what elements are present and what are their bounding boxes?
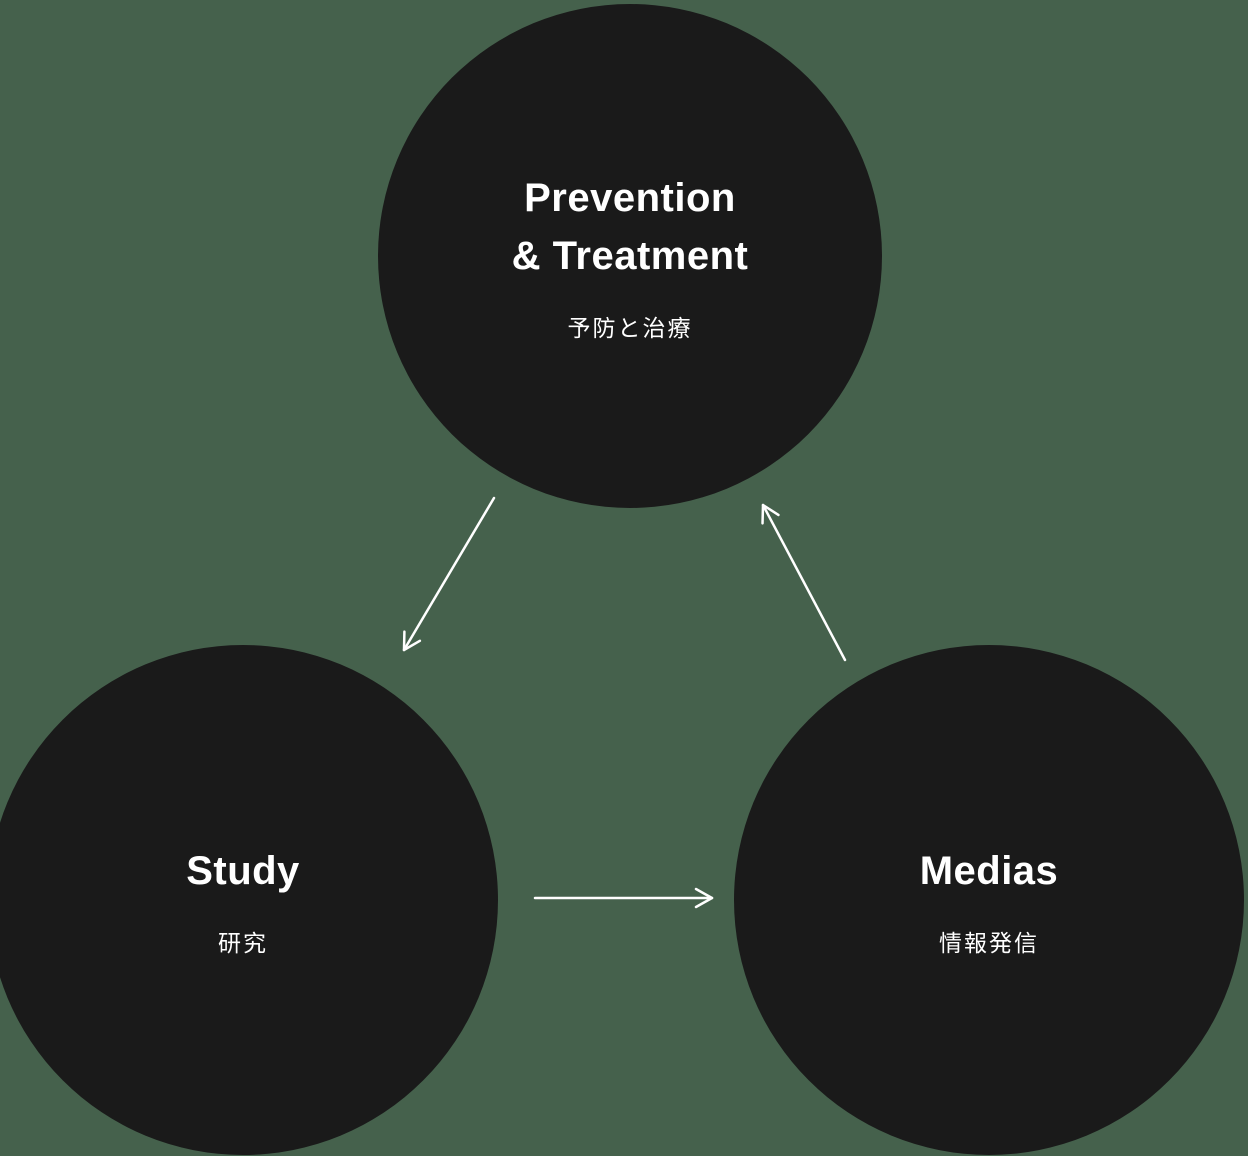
node-title: Study	[186, 849, 300, 893]
node-title: Prevention & Treatment	[511, 176, 749, 278]
node-subtitle: 研究	[218, 930, 268, 956]
arrow-medias-to-prevention	[761, 503, 847, 662]
node-medias: Medias 情報発信	[734, 645, 1244, 1155]
arrow-prevention-to-study	[402, 496, 496, 652]
node-subtitle: 情報発信	[939, 930, 1039, 956]
node-study: Study 研究	[0, 645, 498, 1155]
node-title: Medias	[919, 849, 1059, 893]
node-subtitle: 予防と治療	[567, 315, 693, 341]
node-prevention-treatment: Prevention & Treatment 予防と治療	[378, 4, 882, 508]
